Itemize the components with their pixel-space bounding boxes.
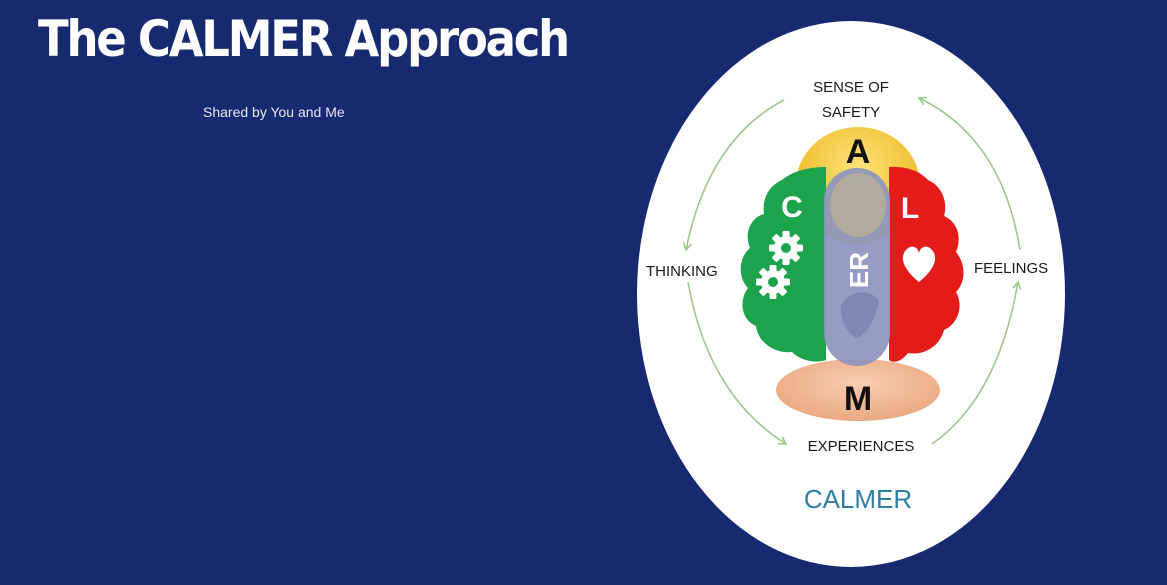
experiences-base bbox=[776, 359, 940, 421]
letter-c: C bbox=[781, 191, 803, 224]
gear-icon bbox=[756, 265, 790, 299]
letter-l: L bbox=[901, 192, 919, 225]
label-sense-of: SENSE OF bbox=[813, 79, 889, 96]
calmer-diagram-svg: A C L M ER SENSE OF SAFETY THINKING FEEL… bbox=[637, 21, 1065, 567]
brain-texture bbox=[840, 292, 879, 338]
slide-title: The CALMER Approach bbox=[38, 10, 570, 68]
letter-a: A bbox=[846, 133, 871, 171]
cycle-arrows-icon bbox=[682, 96, 1022, 445]
er-band-top-tint bbox=[830, 173, 886, 237]
letter-m: M bbox=[844, 380, 872, 418]
letter-er: ER bbox=[844, 252, 874, 288]
gear-icon bbox=[769, 231, 803, 265]
label-feelings: FEELINGS bbox=[974, 260, 1048, 277]
slide-subtitle: Shared by You and Me bbox=[203, 104, 345, 120]
label-safety: SAFETY bbox=[822, 104, 880, 121]
heart-icon bbox=[902, 246, 936, 282]
calmer-diagram: A C L M ER SENSE OF SAFETY THINKING FEEL… bbox=[636, 20, 1066, 568]
label-experiences: EXPERIENCES bbox=[808, 438, 915, 455]
diagram-caption: CALMER bbox=[804, 484, 912, 514]
label-thinking: THINKING bbox=[646, 263, 718, 280]
